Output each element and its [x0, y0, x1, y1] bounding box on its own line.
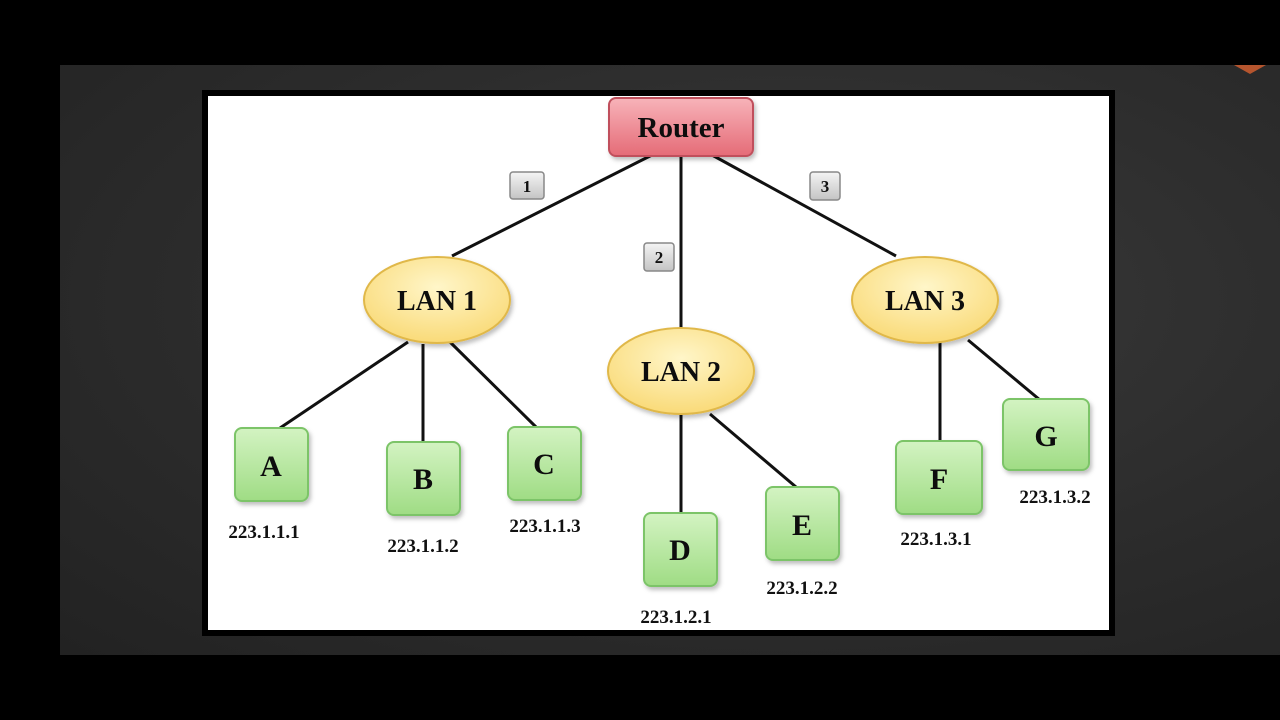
ip-address-a: 223.1.1.1 — [228, 522, 299, 543]
link-router-lan1 — [451, 153, 653, 258]
port-badge-label: 2 — [655, 248, 664, 267]
lan-label: LAN 1 — [397, 286, 477, 317]
port-badge-label: 3 — [821, 177, 830, 196]
port-badge-2: 2 — [643, 242, 675, 272]
links — [279, 153, 1041, 513]
host-node-a[interactable]: A — [234, 427, 309, 502]
host-node-b[interactable]: B — [386, 441, 461, 516]
link-lan3-g — [967, 338, 1041, 402]
corner-accent — [1234, 65, 1266, 74]
host-label: D — [669, 534, 691, 567]
ip-address-e: 223.1.2.2 — [766, 578, 837, 599]
lan-node-1[interactable]: LAN 1 — [363, 256, 511, 344]
link-lan2-e — [709, 412, 797, 489]
port-badge-1: 1 — [509, 171, 545, 200]
port-badge-3: 3 — [809, 171, 841, 201]
router-node[interactable]: Router — [608, 97, 754, 157]
ip-address-c: 223.1.1.3 — [509, 516, 580, 537]
host-node-c[interactable]: C — [507, 426, 582, 501]
lan-node-2[interactable]: LAN 2 — [607, 327, 755, 415]
host-label: E — [792, 509, 812, 542]
host-node-d[interactable]: D — [643, 512, 718, 587]
host-label: F — [930, 463, 948, 496]
host-node-g[interactable]: G — [1002, 398, 1090, 471]
lan-label: LAN 2 — [641, 357, 721, 388]
ip-address-g: 223.1.3.2 — [1019, 487, 1090, 508]
port-badge-label: 1 — [523, 177, 532, 196]
host-label: C — [533, 448, 555, 481]
host-label: B — [413, 463, 433, 496]
link-lan1-a — [279, 340, 409, 430]
link-lan1-c — [448, 340, 538, 429]
host-label: G — [1034, 420, 1057, 453]
host-label: A — [260, 450, 282, 483]
ip-address-f: 223.1.3.1 — [900, 529, 971, 550]
lan-node-3[interactable]: LAN 3 — [851, 256, 999, 344]
ip-address-d: 223.1.2.1 — [640, 607, 711, 628]
host-node-e[interactable]: E — [765, 486, 840, 561]
link-router-lan3 — [711, 153, 897, 258]
router-label: Router — [638, 112, 725, 144]
host-node-f[interactable]: F — [895, 440, 983, 515]
lan-label: LAN 3 — [885, 286, 965, 317]
ip-address-b: 223.1.1.2 — [387, 536, 458, 557]
